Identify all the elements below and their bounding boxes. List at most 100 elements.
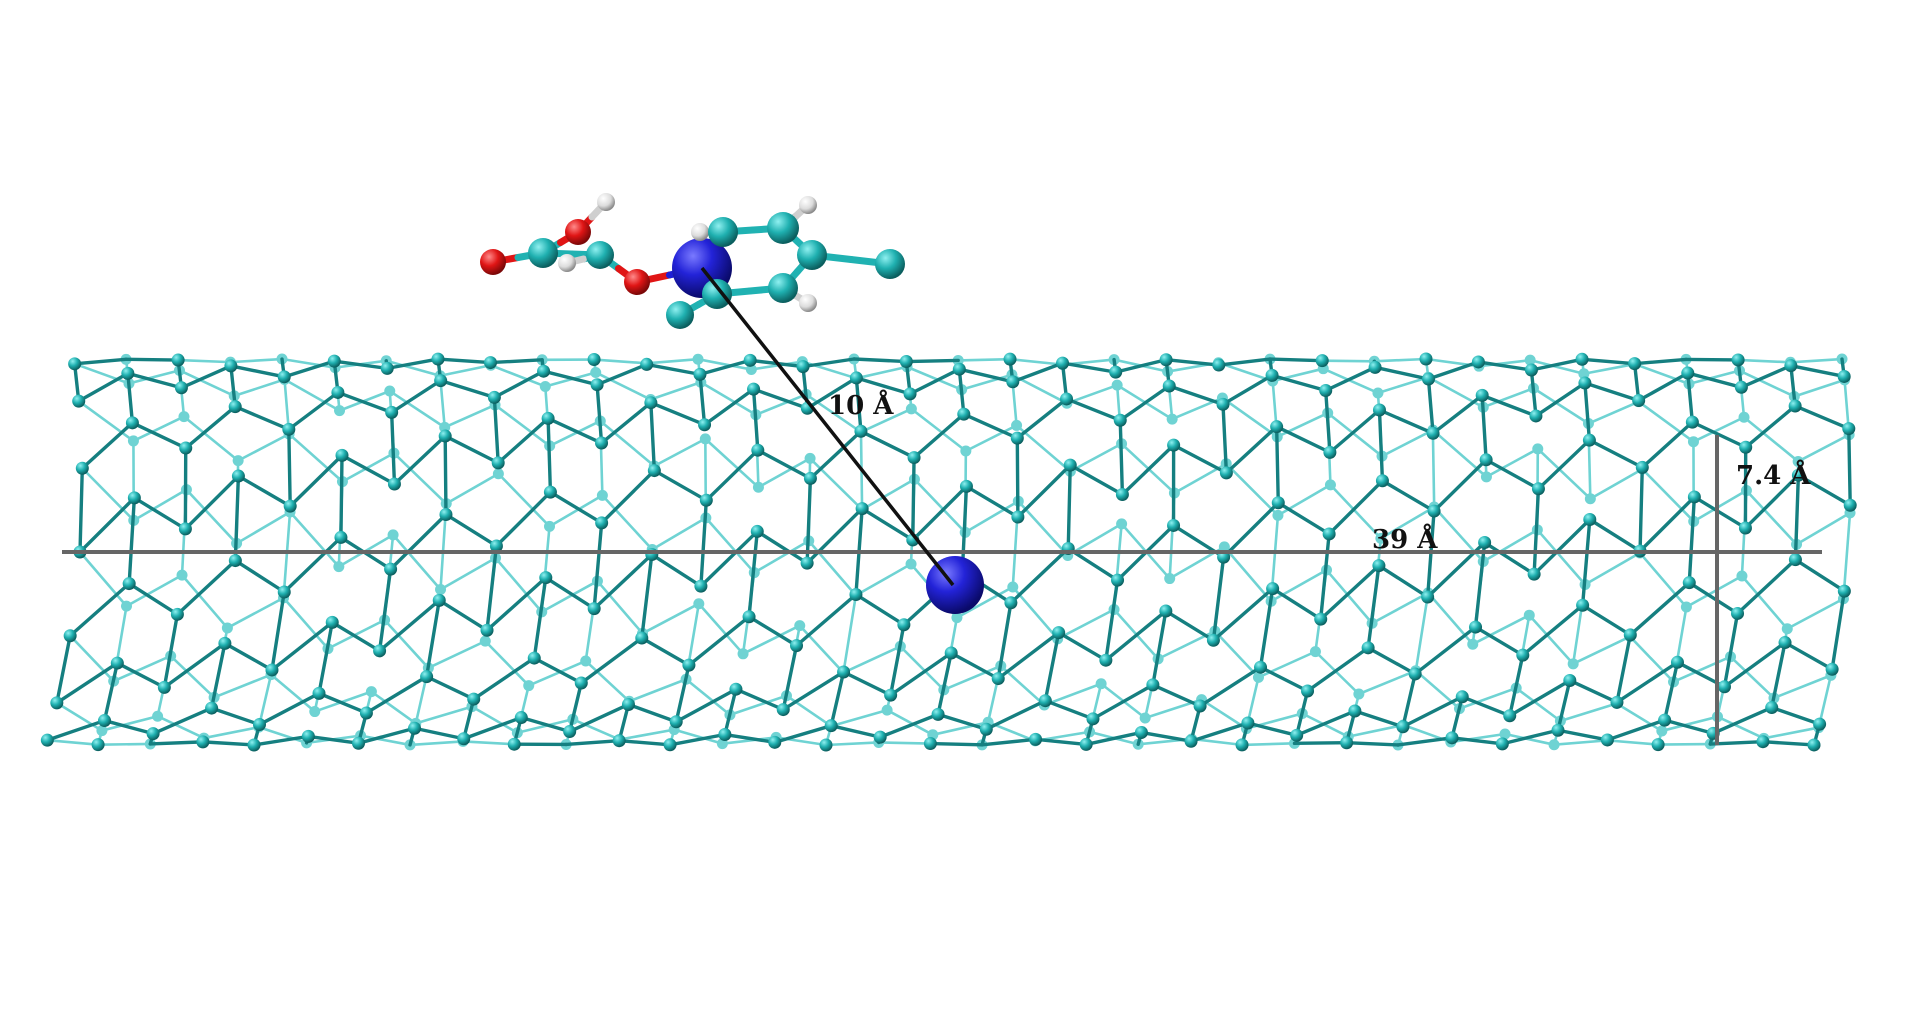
nanotube-carbon-atom — [539, 380, 551, 392]
molecule-hydrogen-atom — [597, 193, 615, 211]
nanotube-carbon-atom — [881, 704, 893, 716]
molecule-oxygen-atom — [565, 219, 591, 245]
nanotube-bond — [179, 364, 233, 390]
nanotube-carbon-atom — [1788, 553, 1802, 567]
nanotube-bond — [757, 457, 812, 489]
nanotube-carbon-atom — [224, 359, 238, 373]
nanotube-bond — [1742, 415, 1800, 463]
nanotube-carbon-atom — [483, 356, 497, 370]
nanotube-carbon-atom — [1167, 518, 1181, 532]
nanotube-carbon-atom — [387, 529, 399, 541]
nanotube-bond — [1793, 404, 1851, 431]
nanotube-bond — [1118, 384, 1171, 422]
nanotube-bond — [1065, 383, 1119, 405]
nanotube-carbon-atom — [931, 707, 945, 721]
nanotube-bond — [1269, 568, 1328, 603]
nanotube-carbon-atom — [252, 718, 266, 732]
nanotube-bond — [306, 734, 361, 745]
nanotube-bond — [326, 618, 386, 650]
nanotube-bond — [288, 510, 341, 568]
nanotube-bond — [841, 670, 893, 697]
nanotube-bond — [785, 694, 833, 728]
nanotube-bond — [645, 362, 702, 377]
nanotube-bond — [1583, 381, 1592, 442]
nanotube-bond — [859, 407, 913, 434]
nanotube-carbon-atom — [1656, 725, 1668, 737]
nanotube-bond — [443, 434, 500, 465]
nanotube-bond — [1320, 359, 1376, 363]
nanotube-bond — [1582, 362, 1636, 376]
nanotube-bond — [1481, 386, 1535, 409]
nanotube-bond — [650, 552, 703, 588]
nanotube-bond — [807, 539, 858, 597]
nanotube-bond — [1246, 721, 1299, 738]
nanotube-carbon-atom — [1375, 532, 1387, 544]
nanotube-carbon-atom — [737, 648, 749, 660]
nanotube-carbon-atom — [952, 362, 966, 376]
nanotube-bond — [672, 728, 724, 745]
nanotube-bond — [282, 535, 343, 594]
nanotube-bond — [252, 734, 311, 747]
nanotube-carbon-atom — [63, 629, 77, 643]
nanotube-carbon-atom — [265, 663, 279, 677]
nanotube-bond — [81, 466, 136, 522]
nanotube-carbon-atom — [905, 558, 917, 570]
nanotube-bond — [1274, 424, 1332, 455]
nanotube-carbon-atom — [1825, 662, 1839, 676]
nanotube-bond — [384, 359, 442, 378]
nanotube-carbon-atom — [957, 407, 971, 421]
nanotube-bond — [1656, 742, 1712, 746]
nanotube-bond — [1221, 373, 1274, 407]
nanotube-bond — [1738, 369, 1796, 398]
nanotube-carbon-atom — [283, 499, 297, 513]
nanotube-carbon-atom — [645, 548, 659, 562]
nanotube-carbon-atom — [492, 468, 504, 480]
nanotube-bond — [519, 715, 572, 734]
nanotube-bond — [567, 702, 631, 734]
nanotube-bond — [1514, 686, 1562, 723]
nanotube-carbon-atom — [125, 416, 139, 430]
nanotube-bond — [1167, 384, 1225, 407]
nanotube-carbon-atom — [1567, 658, 1579, 670]
nanotube-bond — [391, 533, 442, 591]
nanotube-carbon-atom — [1079, 737, 1093, 751]
nanotube-carbon-atom — [1167, 438, 1181, 452]
nanotube-bond — [805, 476, 813, 565]
nanotube-carbon-atom — [752, 481, 764, 493]
nanotube-bond — [1686, 371, 1744, 390]
nanotube-bond — [151, 706, 214, 736]
nanotube-carbon-atom — [729, 682, 743, 696]
nanotube-carbon-atom — [373, 644, 387, 658]
nanotube-carbon-atom — [1658, 713, 1672, 727]
nanotube-bond — [626, 702, 678, 724]
nanotube-bond — [1692, 495, 1748, 530]
nanotube-bond — [936, 712, 988, 731]
nanotube-carbon-atom — [824, 719, 838, 733]
nanotube-carbon-atom — [1162, 379, 1176, 393]
nanotube-bond — [1480, 393, 1488, 462]
nanotube-bond — [1221, 402, 1229, 475]
nanotube-bond — [756, 448, 813, 481]
nanotube-bond — [1536, 438, 1592, 491]
nanotube-bond — [980, 737, 1038, 747]
nanotube-bond — [257, 691, 321, 727]
nanotube-bond — [176, 358, 232, 364]
nanotube-bond — [885, 708, 935, 737]
nanotube-bond — [1830, 589, 1847, 671]
nanotube-carbon-atom — [1115, 488, 1129, 502]
nanotube-bond — [1536, 528, 1587, 586]
molecule-carbon-atom — [708, 217, 738, 247]
nanotube-carbon-atom — [819, 738, 833, 752]
nanotube-bond — [527, 659, 588, 687]
nanotube-bond — [1064, 397, 1122, 422]
nanotube-carbon-atom — [1524, 363, 1538, 377]
nanotube-carbon-atom — [960, 445, 972, 457]
nanotube-carbon-atom — [1309, 646, 1321, 658]
nanotube-bond — [1580, 357, 1637, 366]
nanotube-bond — [1353, 709, 1405, 729]
nanotube-bond — [721, 736, 778, 745]
nanotube-bond — [77, 371, 130, 403]
nanotube-bond — [1401, 695, 1464, 729]
nanotube-bond — [1637, 400, 1695, 443]
nanotube-bond — [592, 552, 654, 611]
